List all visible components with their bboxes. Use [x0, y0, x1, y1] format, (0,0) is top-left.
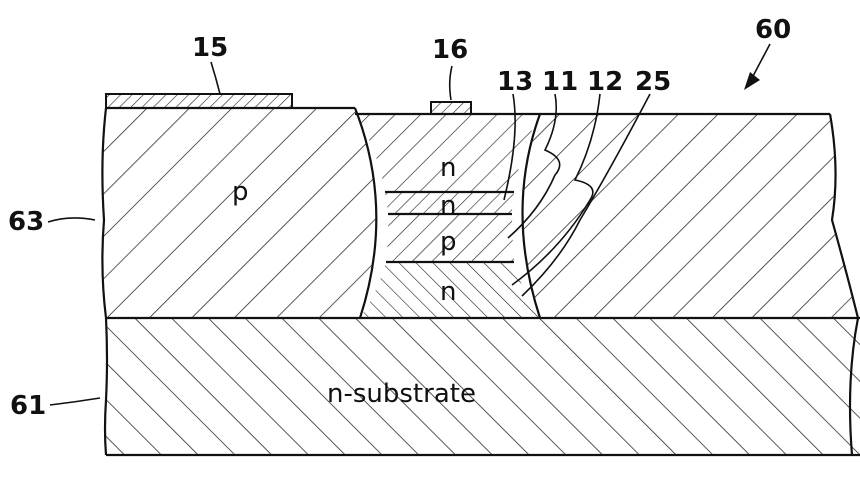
- substrate-layer: [103, 316, 860, 457]
- label-p-region: p: [232, 177, 249, 207]
- ref-12: 12: [587, 67, 623, 97]
- electrode-15: [105, 93, 293, 109]
- leader-13: [503, 93, 516, 201]
- leader-12: [511, 93, 601, 286]
- ref-25: 25: [635, 67, 671, 97]
- label-n-bottom: n: [440, 277, 456, 307]
- label-n-top: n: [440, 153, 456, 183]
- central-stack: [355, 113, 542, 319]
- ref-15: 15: [192, 33, 228, 63]
- leader-63: [47, 217, 96, 223]
- ref-13: 13: [497, 67, 533, 97]
- electrode-16: [430, 101, 472, 115]
- ref-16: 16: [432, 35, 468, 65]
- leader-lines: [47, 43, 771, 406]
- leader-11: [507, 93, 561, 239]
- label-substrate: n-substrate: [327, 379, 476, 409]
- ref-63: 63: [8, 207, 44, 237]
- label-p-mid: p: [440, 227, 457, 257]
- leader-25: [521, 93, 651, 297]
- leader-15: [210, 61, 221, 95]
- ref-60: 60: [755, 15, 791, 45]
- p-region-63: [101, 106, 378, 319]
- leader-61: [49, 397, 101, 406]
- leader-16: [448, 65, 453, 101]
- label-n-mid: n: [440, 191, 456, 221]
- arrow-60-head: [744, 72, 760, 90]
- ref-61: 61: [10, 391, 46, 421]
- ref-11: 11: [542, 67, 578, 97]
- arrow-60-line: [751, 43, 771, 79]
